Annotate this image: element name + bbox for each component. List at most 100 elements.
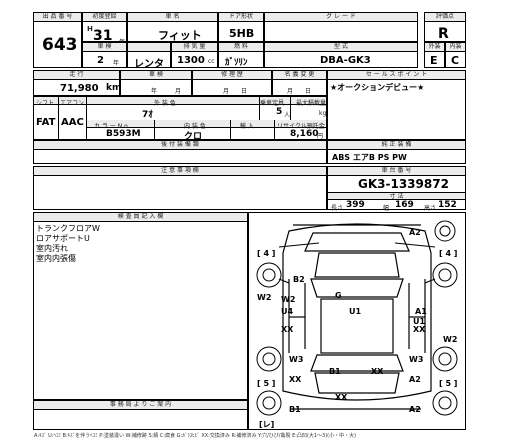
grade-header: グ レ ー ド (265, 13, 417, 22)
remarks-header: 注 意 事 項 欄 (34, 167, 326, 176)
score-cell: 評価点 R (424, 12, 466, 42)
inspection-cell: 車 検 2 年 (82, 42, 127, 68)
mileage-header: 走 行 (34, 71, 119, 80)
grade-cell: グ レ ー ド (264, 12, 418, 42)
dia-u1-center: U1 (349, 307, 362, 316)
score-value: R (438, 26, 449, 42)
inspection-value: 2 (97, 55, 104, 66)
mileage-unit: km (106, 83, 122, 93)
inspector-note-3: 室内汚れ (36, 244, 68, 253)
car-name: フィット (158, 29, 202, 42)
aircon-header: エアコン (60, 100, 85, 107)
car-body-diagram (256, 220, 458, 416)
dia-u1-right: U1 (413, 317, 426, 326)
score-header: 評価点 (425, 13, 465, 22)
door-type-cell: ドア形状 5HB (218, 12, 264, 42)
inspector-header: 検 査 員 記 入 欄 (34, 213, 247, 222)
office-notice-header: 事 務 局 よ り ご 案 内 (34, 401, 247, 410)
door-type-header: ドア形状 (219, 13, 263, 22)
lot-number: 643 (42, 35, 78, 55)
dia-a2-bottom-right: A2 (409, 405, 421, 414)
dia-b1-mid: B1 (329, 367, 341, 376)
color-no-value: B593M (106, 129, 141, 139)
dia-reji: [レ] (259, 420, 275, 429)
dia-xx-left-2: XX (289, 375, 302, 384)
inspection-unit: 年 (113, 60, 120, 67)
title-change-date: 月 日 (287, 88, 312, 95)
fuel-header: 燃 料 (219, 43, 263, 52)
displacement-unit: cc (208, 58, 215, 65)
selling-point-cell: セ ー ル ス ポ イ ン ト ★オークションデビュー★ (327, 70, 466, 140)
dia-b1-bottom: B1 (289, 405, 301, 414)
interior-score-header: 内装 (446, 43, 465, 52)
dia-five-left: [ 5 ] (257, 379, 276, 388)
mileage-value: 71,980 (60, 83, 99, 94)
usage-cell: レンタ (127, 42, 171, 70)
dia-a1-right: A1 (415, 307, 427, 316)
dia-five-right: [ 5 ] (439, 379, 458, 388)
displacement-value: 1300 (177, 55, 205, 66)
dims-header: 寸 法 (328, 192, 465, 200)
damage-code-legend: A:ｷｽﾞ U:ﾍｺﾐ B:ｷｽﾞを伴うﾍｺﾐ P:塗装違い W:補修跡 S:錆… (34, 433, 357, 439)
accident-date: 月 日 (223, 88, 248, 95)
car-diagram-cell: A2 [ 4 ] [ 4 ] B2 G W2 W2 U4 U1 A1 U1 XX… (248, 212, 466, 430)
color-no-header: カ ラ ー N o . (94, 123, 132, 130)
chassis-header: 車 台 番 号 (328, 167, 465, 176)
dia-w2-left-inner: W2 (281, 295, 296, 304)
accident-cell: 修 理 歴 月 日 (192, 70, 272, 96)
model-header: 型 式 (265, 43, 417, 52)
height-value: 152 (438, 200, 457, 210)
usage-value: レンタ (134, 59, 164, 70)
spec-header-row (34, 97, 326, 105)
height-label: 高さ (424, 205, 437, 212)
dia-xx-right-1: XX (413, 325, 426, 334)
inspector-note-4: 室内内張傷 (36, 254, 76, 263)
selling-point-header: セ ー ル ス ポ イ ン ト (328, 71, 465, 80)
inspector-cell: 検 査 員 記 入 欄 トランクフロアW ロアサポートU 室内汚れ 室内内張傷 (33, 212, 248, 400)
fuel-cell: 燃 料 ｶﾞｿﾘﾝ (218, 42, 264, 68)
dia-xx-bottom: XX (335, 393, 348, 402)
length-value: 399 (346, 200, 365, 210)
interior-score: C (451, 54, 460, 67)
options-cell: 純 正 装 備 ABS エアB PS PW (327, 140, 466, 164)
first-registration-cell: 初度登録 H 31 年 (82, 12, 127, 46)
seating-value: 5 (276, 107, 283, 117)
inspector-note-1: トランクフロアW (36, 224, 100, 233)
options-value: ABS エアB PS PW (332, 153, 407, 162)
after-equipment-header: 後 付 装 備 類 (34, 141, 326, 150)
model-value: DBA-GK3 (320, 55, 371, 66)
model-cell: 型 式 DBA-GK3 (264, 42, 418, 68)
usage-header (128, 43, 170, 52)
door-count-value: 7ｵ (142, 110, 153, 120)
spec-grid: シフト エアコン 外 装 色 乗車定員 最大積載量 FAT AAC 7ｵ 5 人… (33, 96, 327, 142)
after-equipment-cell: 後 付 装 備 類 (33, 140, 327, 164)
recycle-value: 8,160 (290, 129, 319, 139)
chassis-cell: 車 台 番 号 GK3-1339872 寸 法 長さ 399 幅 169 高さ … (327, 166, 466, 212)
dia-w3-right: W3 (409, 355, 424, 364)
exterior-score: E (430, 54, 438, 67)
inspection-header: 車 検 (83, 43, 126, 52)
era-mark: H (87, 25, 93, 33)
lot-number-header: 出 品 番 号 (34, 13, 81, 22)
displacement-cell: 排 気 量 1300 cc (171, 42, 218, 68)
title-change-header: 名 義 変 更 (273, 71, 326, 80)
dia-u4: U4 (281, 307, 294, 316)
mileage-cell: 走 行 71,980 km (33, 70, 122, 96)
recycle-unit: 円 (317, 133, 324, 140)
shift-header: シフト (36, 100, 55, 107)
int-color-header: 内 装 色 (184, 123, 206, 130)
exterior-score-cell: 外装 E (424, 42, 445, 68)
max-load-unit: kg (319, 110, 327, 117)
width-value: 169 (395, 200, 414, 210)
dia-w2-left-outer: W2 (257, 293, 272, 302)
import-header: 輸 入 (240, 123, 254, 130)
dia-four-right: [ 4 ] (439, 249, 458, 258)
car-name-header: 車 名 (128, 13, 217, 22)
fuel-value: ｶﾞｿﾘﾝ (225, 58, 248, 68)
int-color-value: クロ (184, 132, 203, 142)
length-label: 長さ (331, 205, 344, 212)
dia-xx-mid: XX (371, 367, 384, 376)
car-name-cell: 車 名 フィット (127, 12, 218, 42)
interior-score-cell: 内装 C (445, 42, 466, 68)
seating-unit: 人 (284, 112, 291, 119)
